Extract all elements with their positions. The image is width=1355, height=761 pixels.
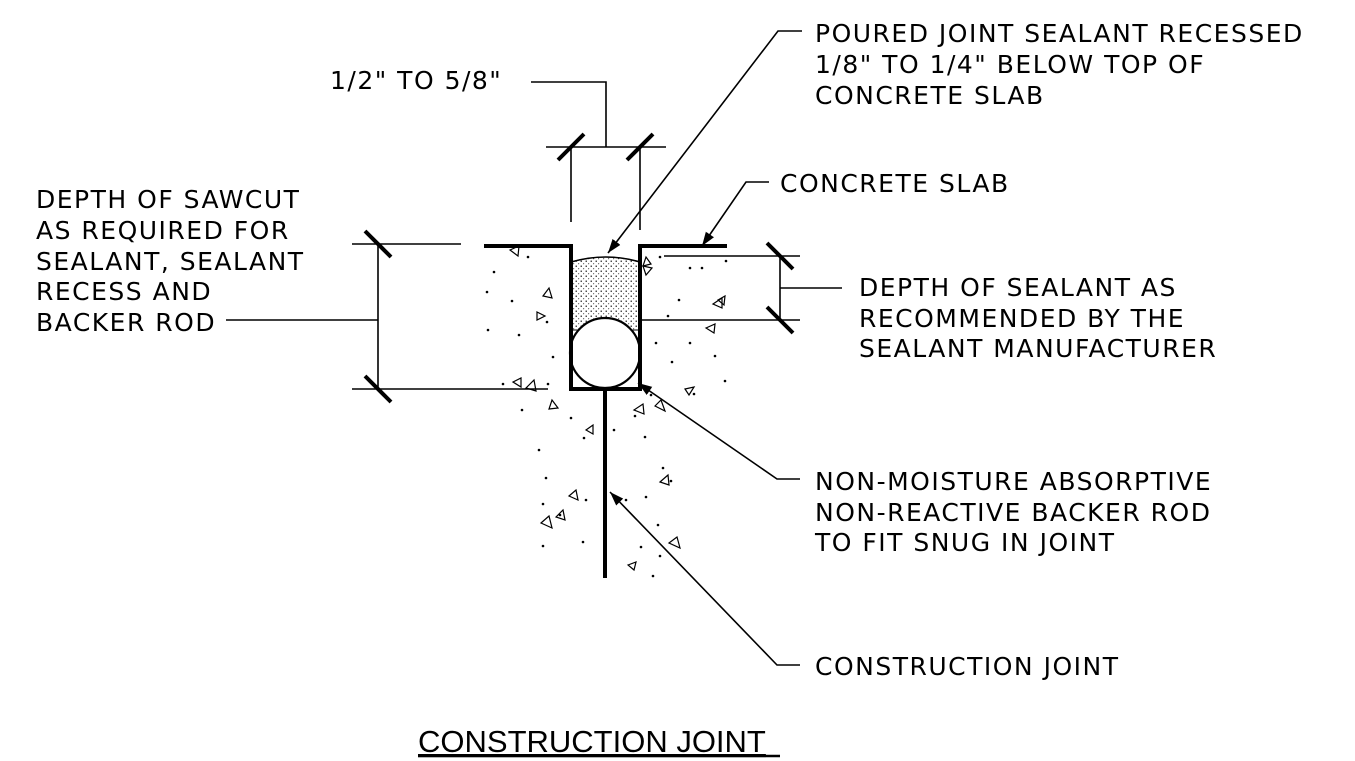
poured-sealant-label: POURED JOINT SEALANT RECESSED 1/8" TO 1/… bbox=[815, 19, 1304, 110]
sawcut-depth-line-5: BACKER ROD bbox=[36, 308, 216, 337]
joint-width-dimension bbox=[531, 81, 666, 230]
sealant-depth-line-1: DEPTH OF SEALANT AS bbox=[859, 273, 1177, 302]
sawcut-depth-line-1: DEPTH OF SAWCUT bbox=[36, 185, 300, 214]
sealant-depth-dimension bbox=[640, 241, 842, 335]
concrete-aggregate-triangles bbox=[508, 245, 726, 572]
backer-rod-line-2: NON-REACTIVE BACKER ROD bbox=[815, 498, 1211, 527]
sealant-depth-line-2: RECOMMENDED BY THE bbox=[859, 304, 1185, 333]
concrete-aggregate-dots bbox=[485, 255, 728, 578]
sealant-top-surface bbox=[570, 256, 641, 263]
backer-rod bbox=[568, 316, 642, 390]
sealant-depth-label: DEPTH OF SEALANT AS RECOMMENDED BY THE S… bbox=[859, 273, 1217, 363]
sawcut-depth-dimension bbox=[226, 229, 548, 404]
construction-joint-label: CONSTRUCTION JOINT bbox=[815, 652, 1119, 681]
sealant-depth-line-3: SEALANT MANUFACTURER bbox=[859, 334, 1217, 363]
poured-sealant-line-1: POURED JOINT SEALANT RECESSED bbox=[815, 19, 1304, 48]
backer-rod-line-3: TO FIT SNUG IN JOINT bbox=[814, 528, 1115, 557]
concrete-slab-label: CONCRETE SLAB bbox=[780, 169, 1010, 198]
poured-sealant-line-2: 1/8" TO 1/4" BELOW TOP OF bbox=[815, 50, 1205, 79]
backer-rod-label: NON-MOISTURE ABSORPTIVE NON-REACTIVE BAC… bbox=[814, 467, 1212, 557]
sawcut-depth-label: DEPTH OF SAWCUT AS REQUIRED FOR SEALANT,… bbox=[36, 185, 305, 337]
sawcut-depth-line-4: RECESS AND bbox=[36, 277, 212, 306]
backer-rod-line-1: NON-MOISTURE ABSORPTIVE bbox=[815, 467, 1212, 496]
drawing-title: CONSTRUCTION JOINT bbox=[418, 724, 766, 759]
sawcut-depth-line-2: AS REQUIRED FOR bbox=[36, 216, 290, 245]
joint-width-label: 1/2" TO 5/8" bbox=[330, 66, 502, 95]
leader-lines bbox=[607, 30, 802, 666]
sawcut-depth-line-3: SEALANT, SEALANT bbox=[36, 247, 305, 276]
poured-sealant-line-3: CONCRETE SLAB bbox=[815, 81, 1045, 110]
